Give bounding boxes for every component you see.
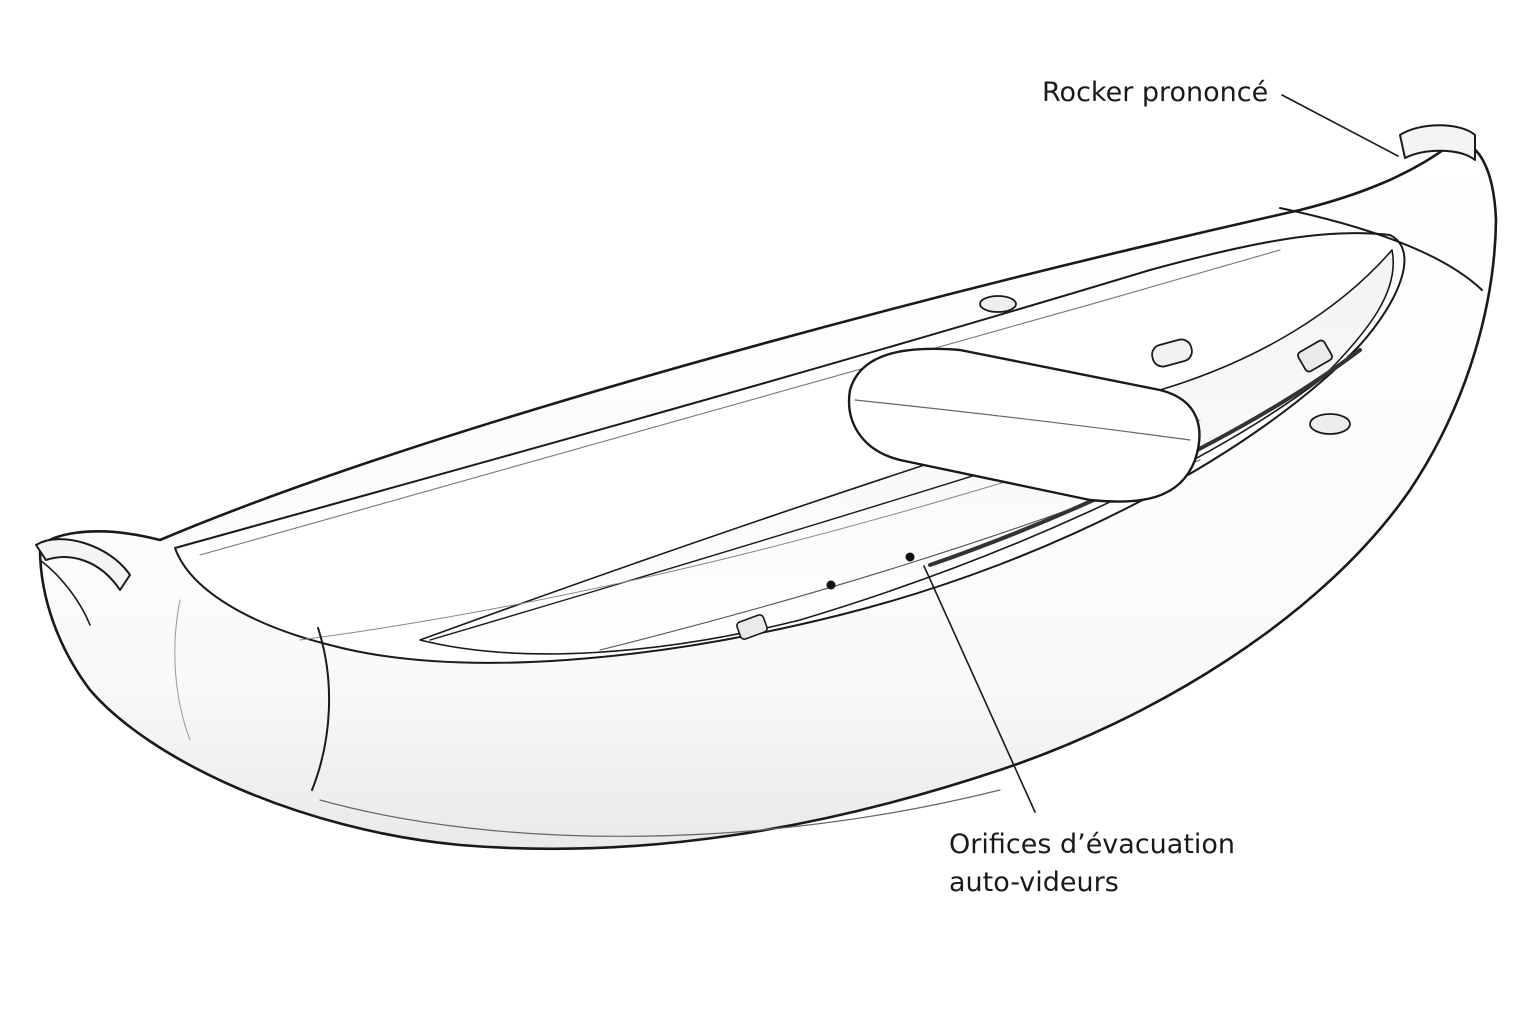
valve-side bbox=[1309, 413, 1351, 435]
callout-orifices-line1: Orifices d’évacuation bbox=[949, 829, 1236, 860]
stern-seam bbox=[1279, 207, 1483, 291]
strap-buckle-front bbox=[736, 614, 768, 640]
hull-bottom-line bbox=[319, 789, 1001, 837]
callout-rocker-text: Rocker prononcé bbox=[1042, 77, 1269, 108]
bow-seam bbox=[311, 627, 331, 791]
valve-rear-top bbox=[979, 295, 1017, 313]
callout-orifices-line2: auto-videurs bbox=[949, 867, 1119, 898]
seat-seam bbox=[854, 399, 1191, 441]
stern-handle bbox=[1399, 124, 1476, 161]
bow-seam-inner bbox=[174, 599, 191, 741]
callout-orifices: Orifices d’évacuation auto-videurs bbox=[949, 826, 1235, 902]
leader-line-rocker bbox=[1281, 94, 1399, 157]
bail-hole-1 bbox=[905, 552, 915, 562]
bow-handle bbox=[35, 538, 131, 591]
bail-hole-2 bbox=[826, 580, 836, 590]
side-tube-seam bbox=[199, 249, 1281, 556]
bow-tip bbox=[39, 559, 91, 626]
side-grab-handle bbox=[1151, 338, 1193, 368]
leader-line-orifices bbox=[923, 565, 1036, 813]
strap-buckle-rear bbox=[1297, 339, 1333, 373]
cockpit-opening bbox=[174, 232, 1406, 664]
seat-cushion bbox=[847, 347, 1201, 503]
callout-rocker: Rocker prononcé bbox=[1042, 74, 1268, 112]
